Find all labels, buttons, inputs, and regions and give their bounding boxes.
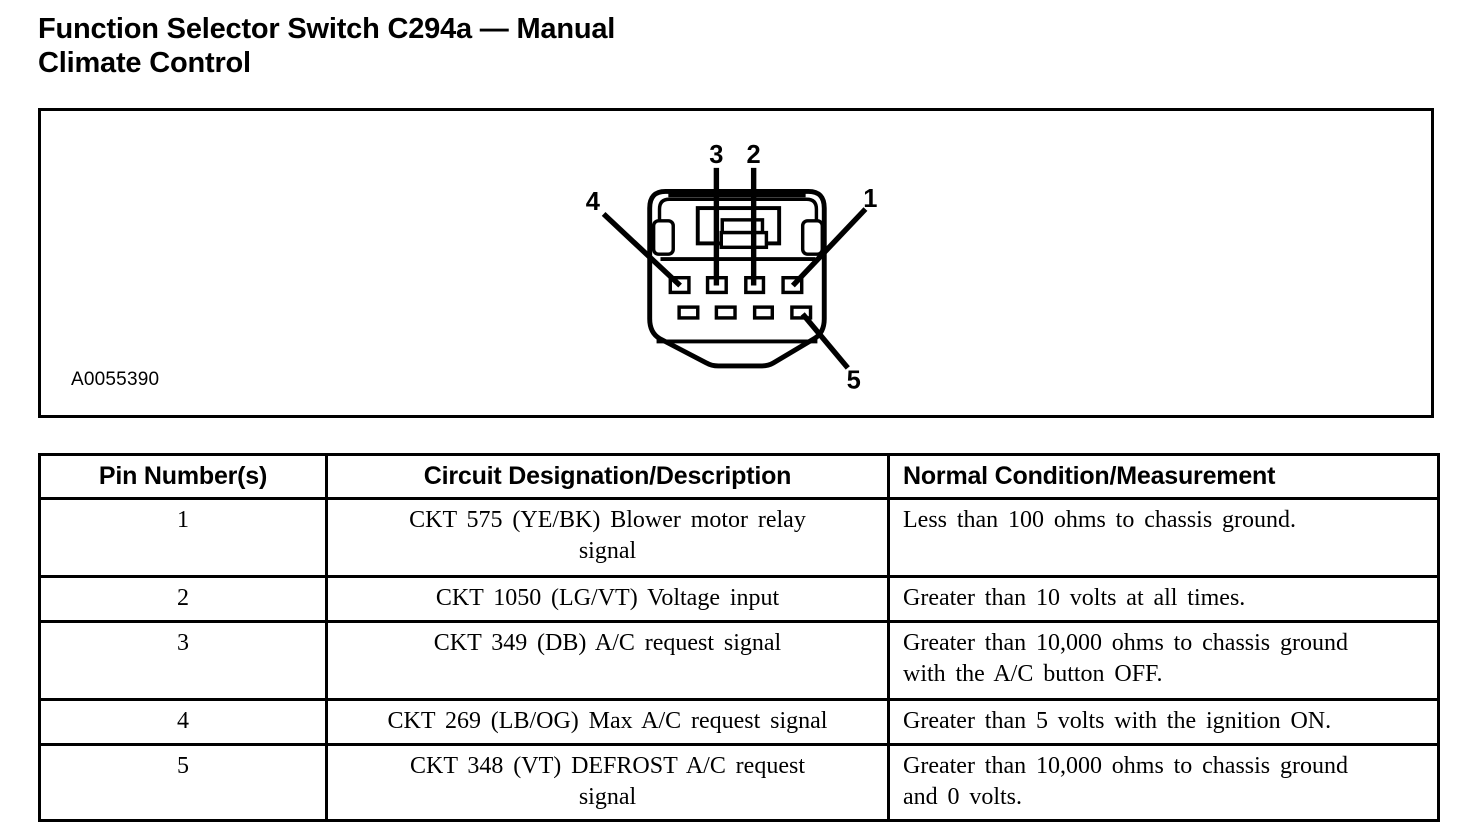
connector-diagram: 3 2 4 1 5	[586, 141, 878, 395]
pin-3-callout-label: 3	[709, 141, 723, 169]
connector-body-outline	[647, 188, 827, 369]
cell-pin: 4	[38, 698, 328, 746]
cavity-bottom-2	[714, 305, 737, 320]
pin-5-callout-line	[800, 312, 850, 370]
cell-circuit: CKT 349 (DB) A/C request signal	[325, 620, 890, 701]
pin-5-callout-label: 5	[847, 367, 861, 395]
cell-condition: Greater than 10,000 ohms to chassis grou…	[887, 743, 1440, 822]
connector-inner-outline	[657, 197, 819, 256]
connector-left-tab	[651, 219, 675, 256]
connector-latch-inner	[720, 218, 765, 235]
connector-latch-step	[719, 230, 769, 250]
col-header-normal-condition: Normal Condition/Measurement	[887, 453, 1440, 500]
cell-pin: 2	[38, 575, 328, 623]
cell-condition: Greater than 10,000 ohms to chassis grou…	[887, 620, 1440, 701]
cell-pin: 1	[38, 497, 328, 578]
connector-body-group	[647, 188, 827, 369]
col-header-pin-numbers: Pin Number(s)	[38, 453, 328, 500]
figure-id-label: A0055390	[71, 369, 160, 390]
connector-figure-box: 3 2 4 1 5 A0055390	[38, 108, 1434, 418]
cell-circuit: CKT 1050 (LG/VT) Voltage input	[325, 575, 890, 623]
cell-condition: Greater than 5 volts with the ignition O…	[887, 698, 1440, 746]
pin-2-callout-label: 2	[747, 141, 761, 169]
callout-lines-group	[601, 167, 868, 370]
pin-5-cavity	[790, 305, 813, 320]
cell-pin: 5	[38, 743, 328, 822]
table-row: 5 CKT 348 (VT) DEFROST A/C request signa…	[38, 743, 1440, 822]
pin-4-callout-label: 4	[586, 188, 601, 216]
connector-right-tab	[800, 219, 825, 256]
pin-1-callout-line	[790, 207, 868, 288]
cell-pin: 3	[38, 620, 328, 701]
pin-4-callout-line	[601, 211, 682, 288]
cell-circuit: CKT 575 (YE/BK) Blower motor relay signa…	[325, 497, 890, 578]
cell-condition: Greater than 10 volts at all times.	[887, 575, 1440, 623]
cell-condition: Less than 100 ohms to chassis ground.	[887, 497, 1440, 578]
pin-1-callout-label: 1	[863, 185, 877, 213]
page-title: Function Selector Switch C294a — Manual …	[38, 12, 615, 80]
col-header-circuit-designation: Circuit Designation/Description	[325, 453, 890, 500]
pin-cavities-group	[668, 275, 813, 320]
table-row: 1 CKT 575 (YE/BK) Blower motor relay sig…	[38, 497, 1440, 578]
table-row: 4 CKT 269 (LB/OG) Max A/C request signal…	[38, 698, 1440, 746]
cavity-bottom-1	[677, 305, 700, 320]
table-header-row: Pin Number(s) Circuit Designation/Descri…	[38, 453, 1440, 500]
cavity-bottom-3	[752, 305, 774, 320]
table-row: 3 CKT 349 (DB) A/C request signal Greate…	[38, 620, 1440, 701]
cell-circuit: CKT 269 (LB/OG) Max A/C request signal	[325, 698, 890, 746]
cell-circuit: CKT 348 (VT) DEFROST A/C request signal	[325, 743, 890, 822]
page-title-line1: Function Selector Switch C294a — Manual	[38, 13, 616, 45]
page-title-line2: Climate Control	[38, 47, 251, 79]
pin-table: Pin Number(s) Circuit Designation/Descri…	[38, 453, 1440, 822]
table-row: 2 CKT 1050 (LG/VT) Voltage input Greater…	[38, 575, 1440, 623]
callout-labels-group: 3 2 4 1 5	[586, 141, 878, 395]
